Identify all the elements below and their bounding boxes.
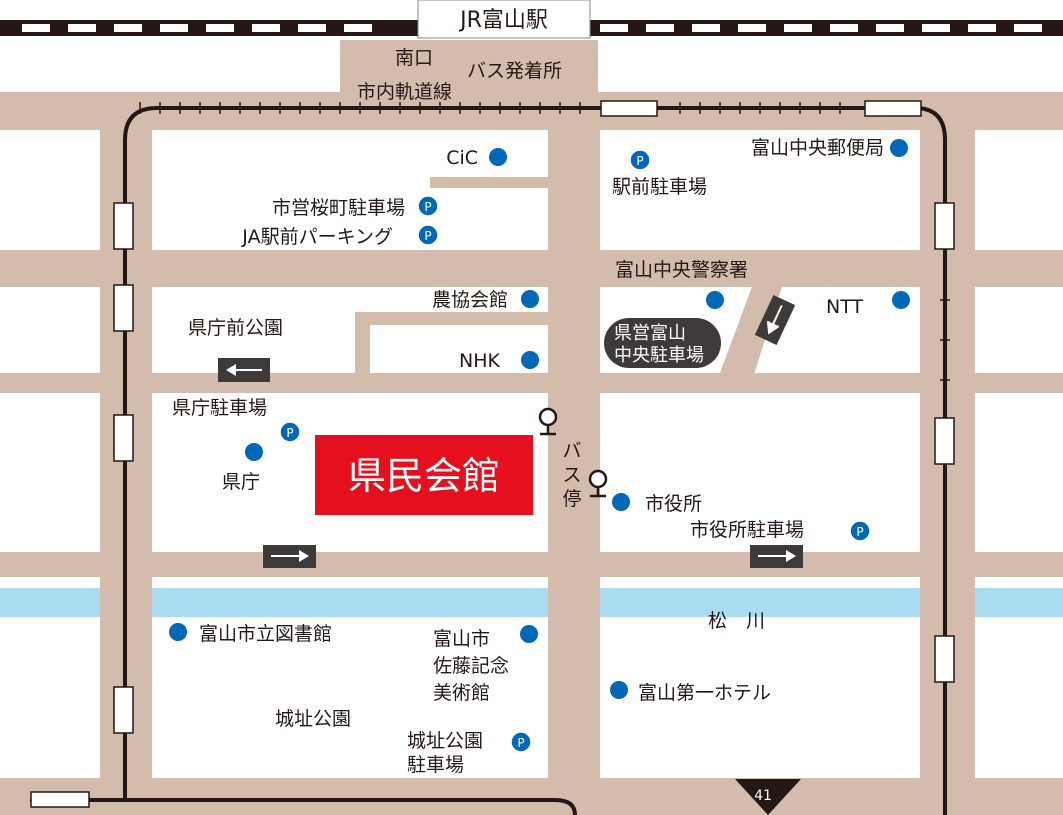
kencho-label: 県庁 [222,471,260,493]
cic-label: CiC [446,147,478,169]
bus-stop-icon [538,407,608,498]
library-marker [169,623,187,641]
river-label: 松 川 [708,610,765,632]
tram-line-label: 市内軌道線 [357,81,452,103]
parking-icon: P [417,224,439,246]
cic-marker [489,148,507,166]
kencho-parking-label: 県庁駐車場 [172,397,267,419]
nokyo-label: 農協会館 [432,289,508,311]
one-way-right-arrow-icon [750,545,803,568]
parking-icon: P [417,195,439,217]
svg-text:P: P [424,200,431,214]
museum-marker [520,625,538,643]
bus-stop-label: 停 [562,488,581,510]
svg-text:P: P [636,154,643,168]
ekimae-parking-label: 駅前駐車場 [612,176,707,198]
svg-text:P: P [517,736,524,750]
side-road [355,312,370,373]
side-road [430,177,548,188]
nhk-label: NHK [459,350,501,372]
hotel-label: 富山第一ホテル [638,682,771,704]
ntt-label: NTT [826,296,863,318]
tram-stops [30,100,955,808]
museum-label: 美術館 [433,682,490,704]
museum-label: 富山市 [433,628,490,650]
svg-text:P: P [856,525,863,539]
bus-stop-label: バ [562,440,581,462]
svg-text:41: 41 [754,788,772,804]
city-hall-label: 市役所 [645,493,702,515]
one-way-right-arrow-icon [263,545,316,568]
hotel-marker [610,681,628,699]
svg-text:中央駐車場: 中央駐車場 [614,345,704,366]
kencho-marker [245,443,263,461]
route-41-shield: 41 [735,779,801,815]
bus-terminal-plaza [340,40,598,95]
svg-text:P: P [424,229,431,243]
parking-icon: P [849,520,871,542]
svg-text:県営富山: 県営富山 [614,323,686,344]
svg-text:P: P [286,426,293,440]
station-name: JR富山駅 [458,8,548,33]
kenei-parking-badge: 県営富山 中央駐車場 [604,318,721,368]
south-exit-label: 南口 [395,47,433,69]
city-hall-parking-label: 市役所駐車場 [690,519,804,541]
castle-parking-label: 城址公園 [407,730,483,752]
side-road [355,312,548,325]
museum-label: 佐藤記念 [433,654,509,677]
parking-icon: P [510,731,532,753]
kenmin-kaikan-highlight: 県民会館 [315,435,533,515]
bus-stop-label: ス [562,464,581,486]
tram-line [30,102,950,815]
venue-title: 県民会館 [348,454,500,498]
one-way-arrow-icon [754,294,796,346]
city-hall-marker [612,493,630,511]
parking-icon: P [629,149,651,171]
bus-terminal-label: バス発着所 [467,60,562,82]
library-label: 富山市立図書館 [199,623,332,645]
police-marker [706,291,724,309]
station-label: JR富山駅 [417,0,591,39]
sakuramachi-parking-label: 市営桜町駐車場 [272,197,405,219]
parking-icon: P [279,421,301,443]
one-way-left-arrow-icon [218,358,270,382]
kencho-park-label: 県庁前公園 [188,317,283,339]
nhk-marker [521,351,539,369]
post-office-marker [890,139,908,157]
ntt-marker [892,291,910,309]
police-label: 富山中央警察署 [615,259,748,281]
castle-parking-label: 駐車場 [407,754,464,776]
ja-parking-label: JA駅前パーキング [241,226,393,248]
matsukawa-river [0,588,1063,617]
nokyo-marker [521,290,539,308]
castle-park-label: 城址公園 [275,708,351,730]
post-office-label: 富山中央郵便局 [751,137,884,159]
